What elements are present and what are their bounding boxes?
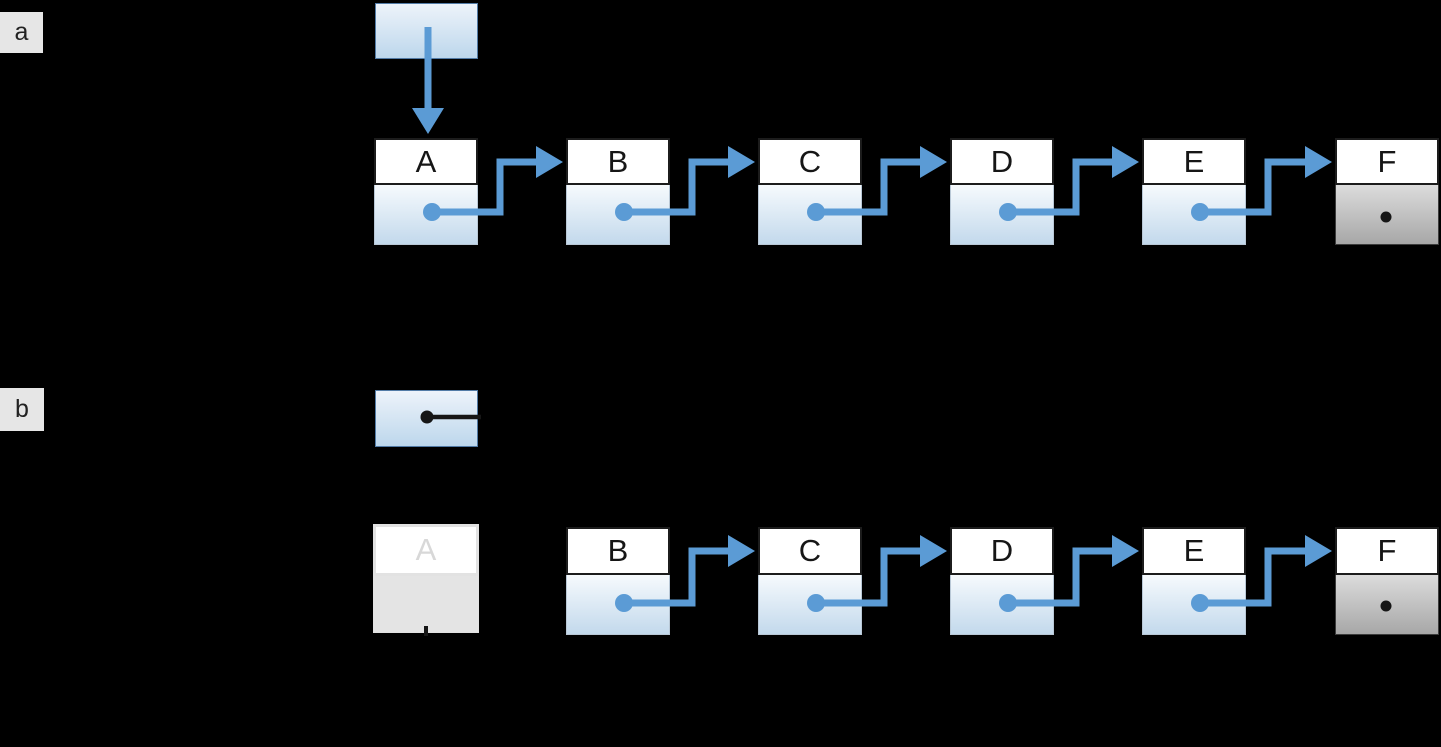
node-b-label: B [607, 143, 629, 179]
node-f2-label-box: F [1335, 527, 1439, 575]
panel-a-label-text: a [14, 18, 29, 46]
node-e2-label: E [1183, 533, 1205, 568]
node-f-null-box [1335, 185, 1439, 245]
next-arrow-c2-d2-head-icon [920, 535, 947, 567]
node-e-pointer-box [1142, 185, 1246, 245]
removed-node-a-label-box: A [373, 524, 479, 576]
next-arrow-b2-c2-head-icon [728, 535, 755, 567]
head-pointer-box-b [375, 390, 478, 447]
node-c2-pointer-box [758, 575, 862, 635]
node-c-label-box: C [758, 138, 862, 185]
node-d2-label: D [990, 533, 1014, 568]
node-d-label-box: D [950, 138, 1054, 185]
node-c-pointer-box [758, 185, 862, 245]
next-arrow-e-f-head-icon [1305, 146, 1332, 178]
node-f-label: F [1377, 143, 1397, 179]
next-arrow-c-d-head-icon [920, 146, 947, 178]
node-b2-pointer-box [566, 575, 670, 635]
node-b2-label-box: B [566, 527, 670, 575]
panel-b-label-text: b [15, 395, 29, 423]
node-f-label-box: F [1335, 138, 1439, 185]
removed-node-a-pointer-box [373, 576, 479, 633]
node-d2-label-box: D [950, 527, 1054, 575]
next-arrow-b-c-head-icon [728, 146, 755, 178]
node-b2-label: B [607, 533, 629, 568]
head-arrow-head-icon [412, 108, 444, 134]
panel-b-label: b [0, 388, 44, 431]
node-b-pointer-box [566, 185, 670, 245]
node-b-label-box: B [566, 138, 670, 185]
next-arrow-e2-f2-head-icon [1305, 535, 1332, 567]
panel-a-label: a [0, 12, 43, 53]
node-e-label: E [1183, 143, 1205, 179]
node-d2-pointer-box [950, 575, 1054, 635]
node-a-pointer-box [374, 185, 478, 245]
next-arrow-a-b-head-icon [536, 146, 563, 178]
next-arrow-d2-e2-head-icon [1112, 535, 1139, 567]
node-e-label-box: E [1142, 138, 1246, 185]
node-a-label-box: A [374, 138, 478, 185]
removed-node-a-label: A [415, 532, 437, 567]
node-a-label: A [415, 143, 437, 179]
node-c2-label-box: C [758, 527, 862, 575]
next-arrow-d-e-head-icon [1112, 146, 1139, 178]
node-d-pointer-box [950, 185, 1054, 245]
node-f2-label: F [1377, 533, 1397, 568]
node-c2-label: C [798, 533, 822, 568]
head-pointer-box-a [375, 3, 478, 59]
node-d-label: D [990, 143, 1014, 179]
node-e2-label-box: E [1142, 527, 1246, 575]
node-e2-pointer-box [1142, 575, 1246, 635]
node-f2-null-box [1335, 575, 1439, 635]
node-c-label: C [798, 143, 822, 179]
